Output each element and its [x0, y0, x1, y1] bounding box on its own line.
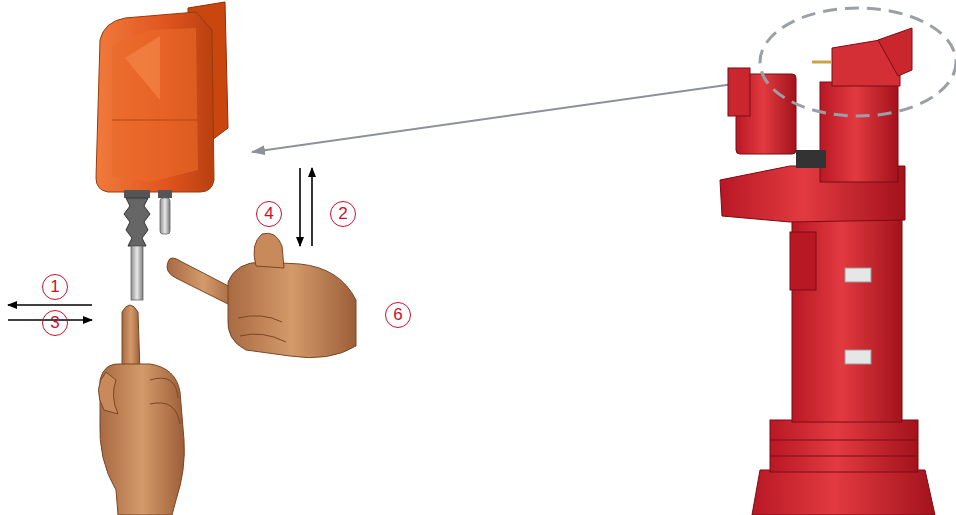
- release-lever: [124, 190, 150, 300]
- hand: [98, 305, 184, 515]
- hand: [167, 233, 356, 357]
- callout-number: 6: [385, 302, 411, 328]
- detail-circle: [760, 8, 956, 116]
- callout-number: 2: [330, 201, 356, 227]
- release-pin: [158, 190, 172, 234]
- direction-arrow: [311, 168, 313, 246]
- direction-arrow: [8, 304, 92, 306]
- brake-housing: [96, 2, 228, 192]
- callout-number: 4: [256, 201, 282, 227]
- callout-number: 3: [42, 310, 68, 336]
- pointer-arrow: [252, 80, 762, 152]
- robot-axis: [720, 28, 935, 515]
- direction-arrow: [299, 168, 301, 246]
- callout-number: 1: [42, 274, 68, 300]
- direction-arrow: [8, 319, 92, 321]
